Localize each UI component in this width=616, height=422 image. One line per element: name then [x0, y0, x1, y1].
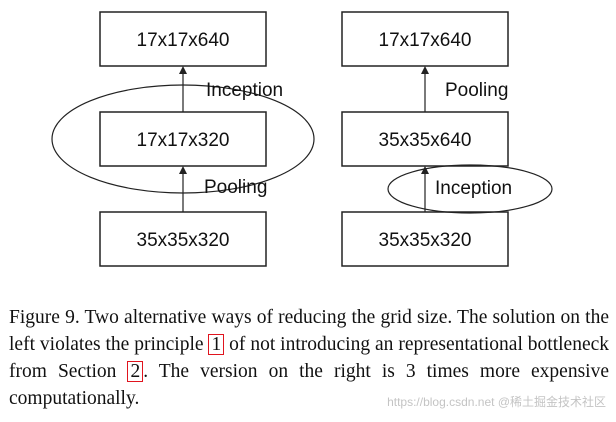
- watermark: https://blog.csdn.net @稀土掘金技术社区: [387, 395, 606, 409]
- right-middle-box-label: 35x35x640: [379, 130, 472, 151]
- left-pooling-label: Pooling: [204, 177, 267, 198]
- right-diagram: 17x17x640 35x35x640 35x35x320 Pooling In…: [341, 11, 553, 267]
- left-middle-box: [99, 111, 267, 167]
- left-diagram: 17x17x640 17x17x320 35x35x320 Inception …: [51, 11, 315, 267]
- left-inception-label: Inception: [206, 80, 283, 101]
- left-bottom-box-label: 35x35x320: [137, 230, 230, 251]
- right-top-box-label: 17x17x640: [379, 30, 472, 51]
- right-inception-ellipse: [387, 164, 553, 214]
- right-inception-label: Inception: [435, 178, 512, 199]
- right-top-box: [341, 11, 509, 67]
- left-top-box-label: 17x17x640: [137, 30, 230, 51]
- caption-text-part1: Figure 9. Two alternative ways of reduci…: [9, 307, 609, 355]
- caption-text-part3: . The version on the right is 3 times mo…: [9, 361, 609, 409]
- grid-reduction-diagram: 17x17x640 17x17x320 35x35x320 Inception …: [51, 11, 553, 267]
- left-middle-box-label: 17x17x320: [137, 130, 230, 151]
- caption-text-part2: of not introducing an representational b…: [9, 334, 610, 382]
- figure-caption: Figure 9. Two alternative ways of reduci…: [9, 304, 609, 412]
- right-pooling-label: Pooling: [445, 80, 508, 101]
- right-bottom-box-label: 35x35x320: [379, 230, 472, 251]
- section-reference-link[interactable]: 2: [127, 361, 144, 382]
- principle-reference-link[interactable]: 1: [208, 334, 225, 355]
